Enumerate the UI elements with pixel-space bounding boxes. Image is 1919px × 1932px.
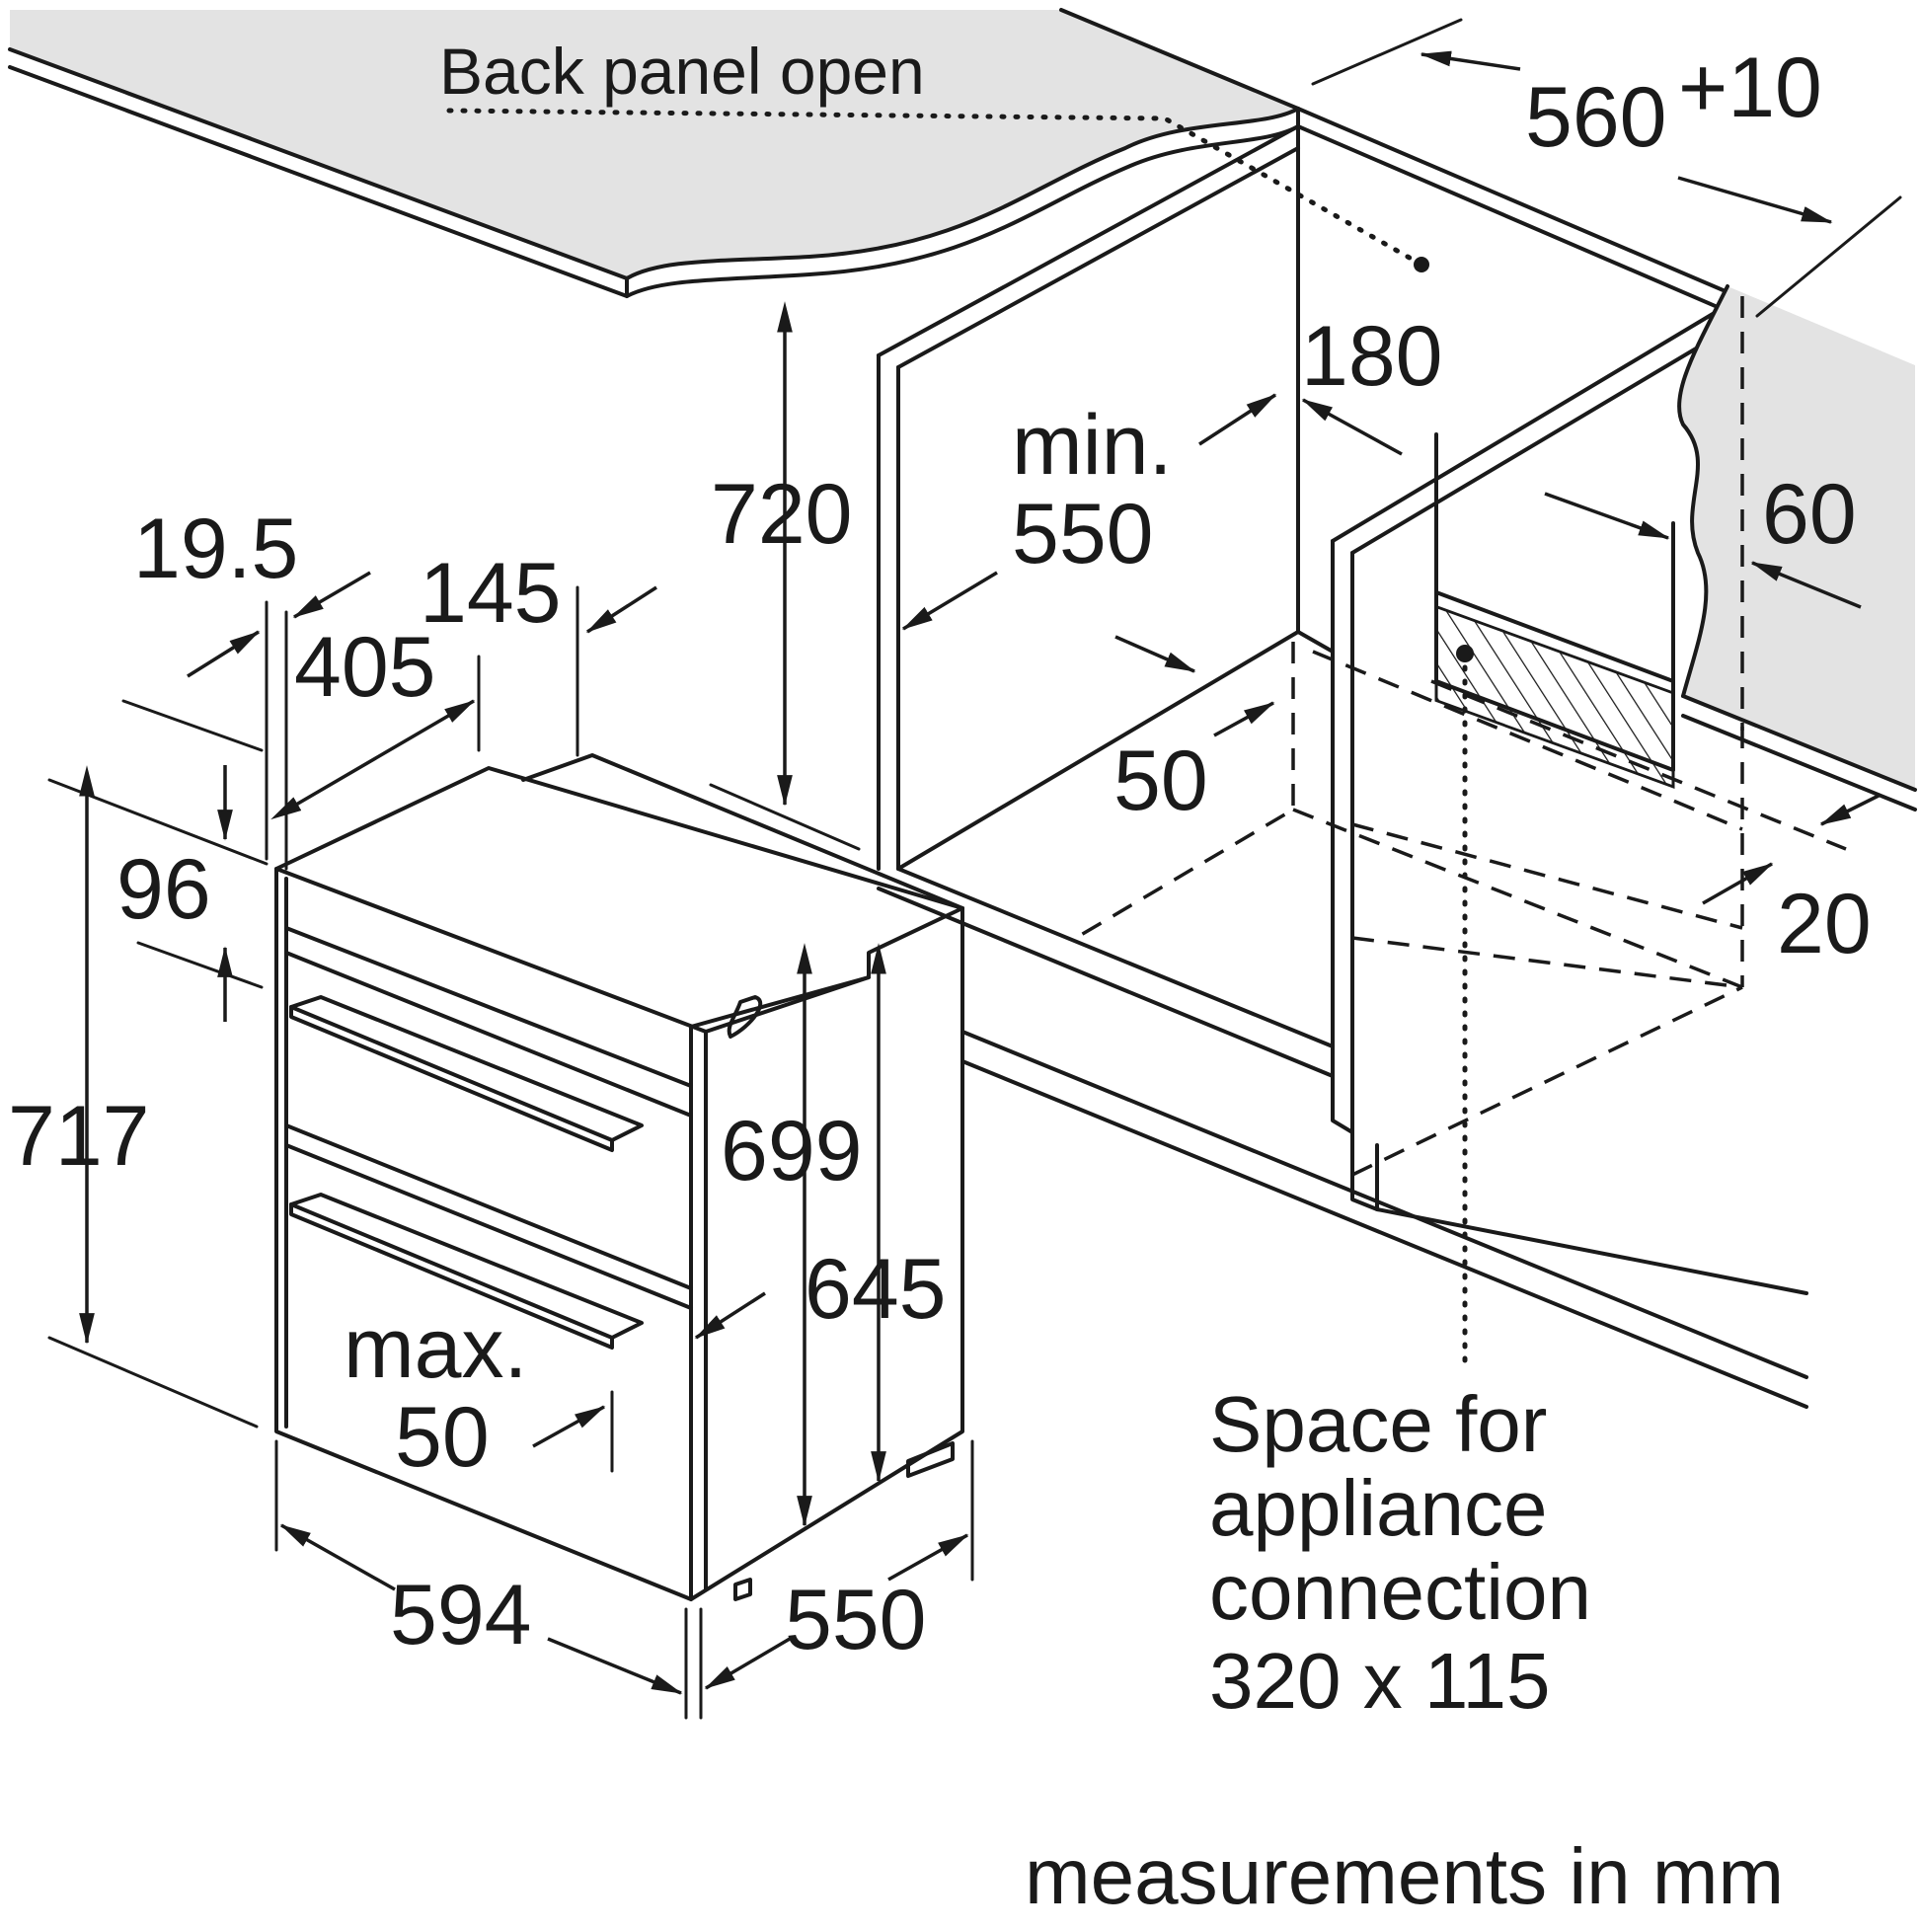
connection-label-line-2: appliance (1209, 1464, 1548, 1552)
double-oven (274, 753, 964, 1601)
dim-arrow-594-left (279, 1523, 396, 1591)
label-180: 180 (1301, 309, 1443, 404)
dim-arrow-560-right (1677, 176, 1833, 224)
dim-arrow-145 (585, 585, 657, 634)
label-550: 550 (785, 1573, 927, 1667)
label-145: 145 (420, 546, 562, 641)
back-panel-dotted-leader (446, 108, 1424, 268)
dim-arrow-60-left (1544, 492, 1670, 540)
label-50: 50 (1113, 734, 1208, 828)
label-max-50: 50 (395, 1390, 490, 1485)
dim-arrow-405 (270, 699, 476, 820)
label-699: 699 (721, 1104, 863, 1198)
connection-label-line-1: Space for (1209, 1380, 1547, 1468)
dim-arrow-20-bottom (1702, 862, 1774, 905)
label-19-5: 19.5 (133, 502, 298, 596)
dim-arrow-min550-top (1198, 393, 1277, 446)
back-panel-label: Back panel open (439, 35, 925, 108)
label-717: 717 (8, 1089, 150, 1184)
dim-arrow-594-right (547, 1637, 683, 1695)
dim-arrow-560-left (1420, 50, 1521, 71)
dim-arrow-max50-right (694, 1291, 766, 1340)
dim-arrow-550-left (704, 1637, 791, 1690)
dim-arrow-19-5-right (292, 571, 371, 619)
label-60: 60 (1762, 467, 1857, 562)
label-560: 560 (1525, 70, 1667, 165)
label-720: 720 (711, 467, 853, 562)
label-min: min. (1012, 398, 1172, 493)
worktop (8, 8, 1300, 298)
cabinet-opening (877, 107, 1917, 1409)
label-20: 20 (1777, 877, 1872, 971)
dim-arrow-60-right (1750, 561, 1862, 609)
label-645: 645 (805, 1242, 947, 1337)
dim-arrow-20-top (1819, 793, 1881, 826)
label-96: 96 (116, 842, 211, 937)
dim-arrow-max50-left (532, 1405, 606, 1448)
dim-arrow-550-right (887, 1533, 969, 1582)
label-plus-10: +10 (1678, 40, 1822, 135)
units-label: measurements in mm (1025, 1832, 1784, 1920)
dim-arrow-180 (1301, 398, 1403, 456)
label-594: 594 (390, 1568, 532, 1662)
label-405: 405 (294, 620, 436, 715)
label-max: max. (344, 1301, 527, 1396)
dim-arrow-50-bottom (1213, 701, 1275, 737)
connection-label-line-4: 320 x 115 (1209, 1637, 1550, 1725)
label-min-550: 550 (1012, 487, 1154, 581)
connection-label-line-3: connection (1209, 1548, 1591, 1636)
dim-arrow-50-top (1114, 635, 1196, 673)
dim-arrow-19-5-left (187, 630, 261, 678)
leader-dot (1414, 257, 1429, 272)
dim-arrow-min550-bottom (901, 571, 998, 631)
